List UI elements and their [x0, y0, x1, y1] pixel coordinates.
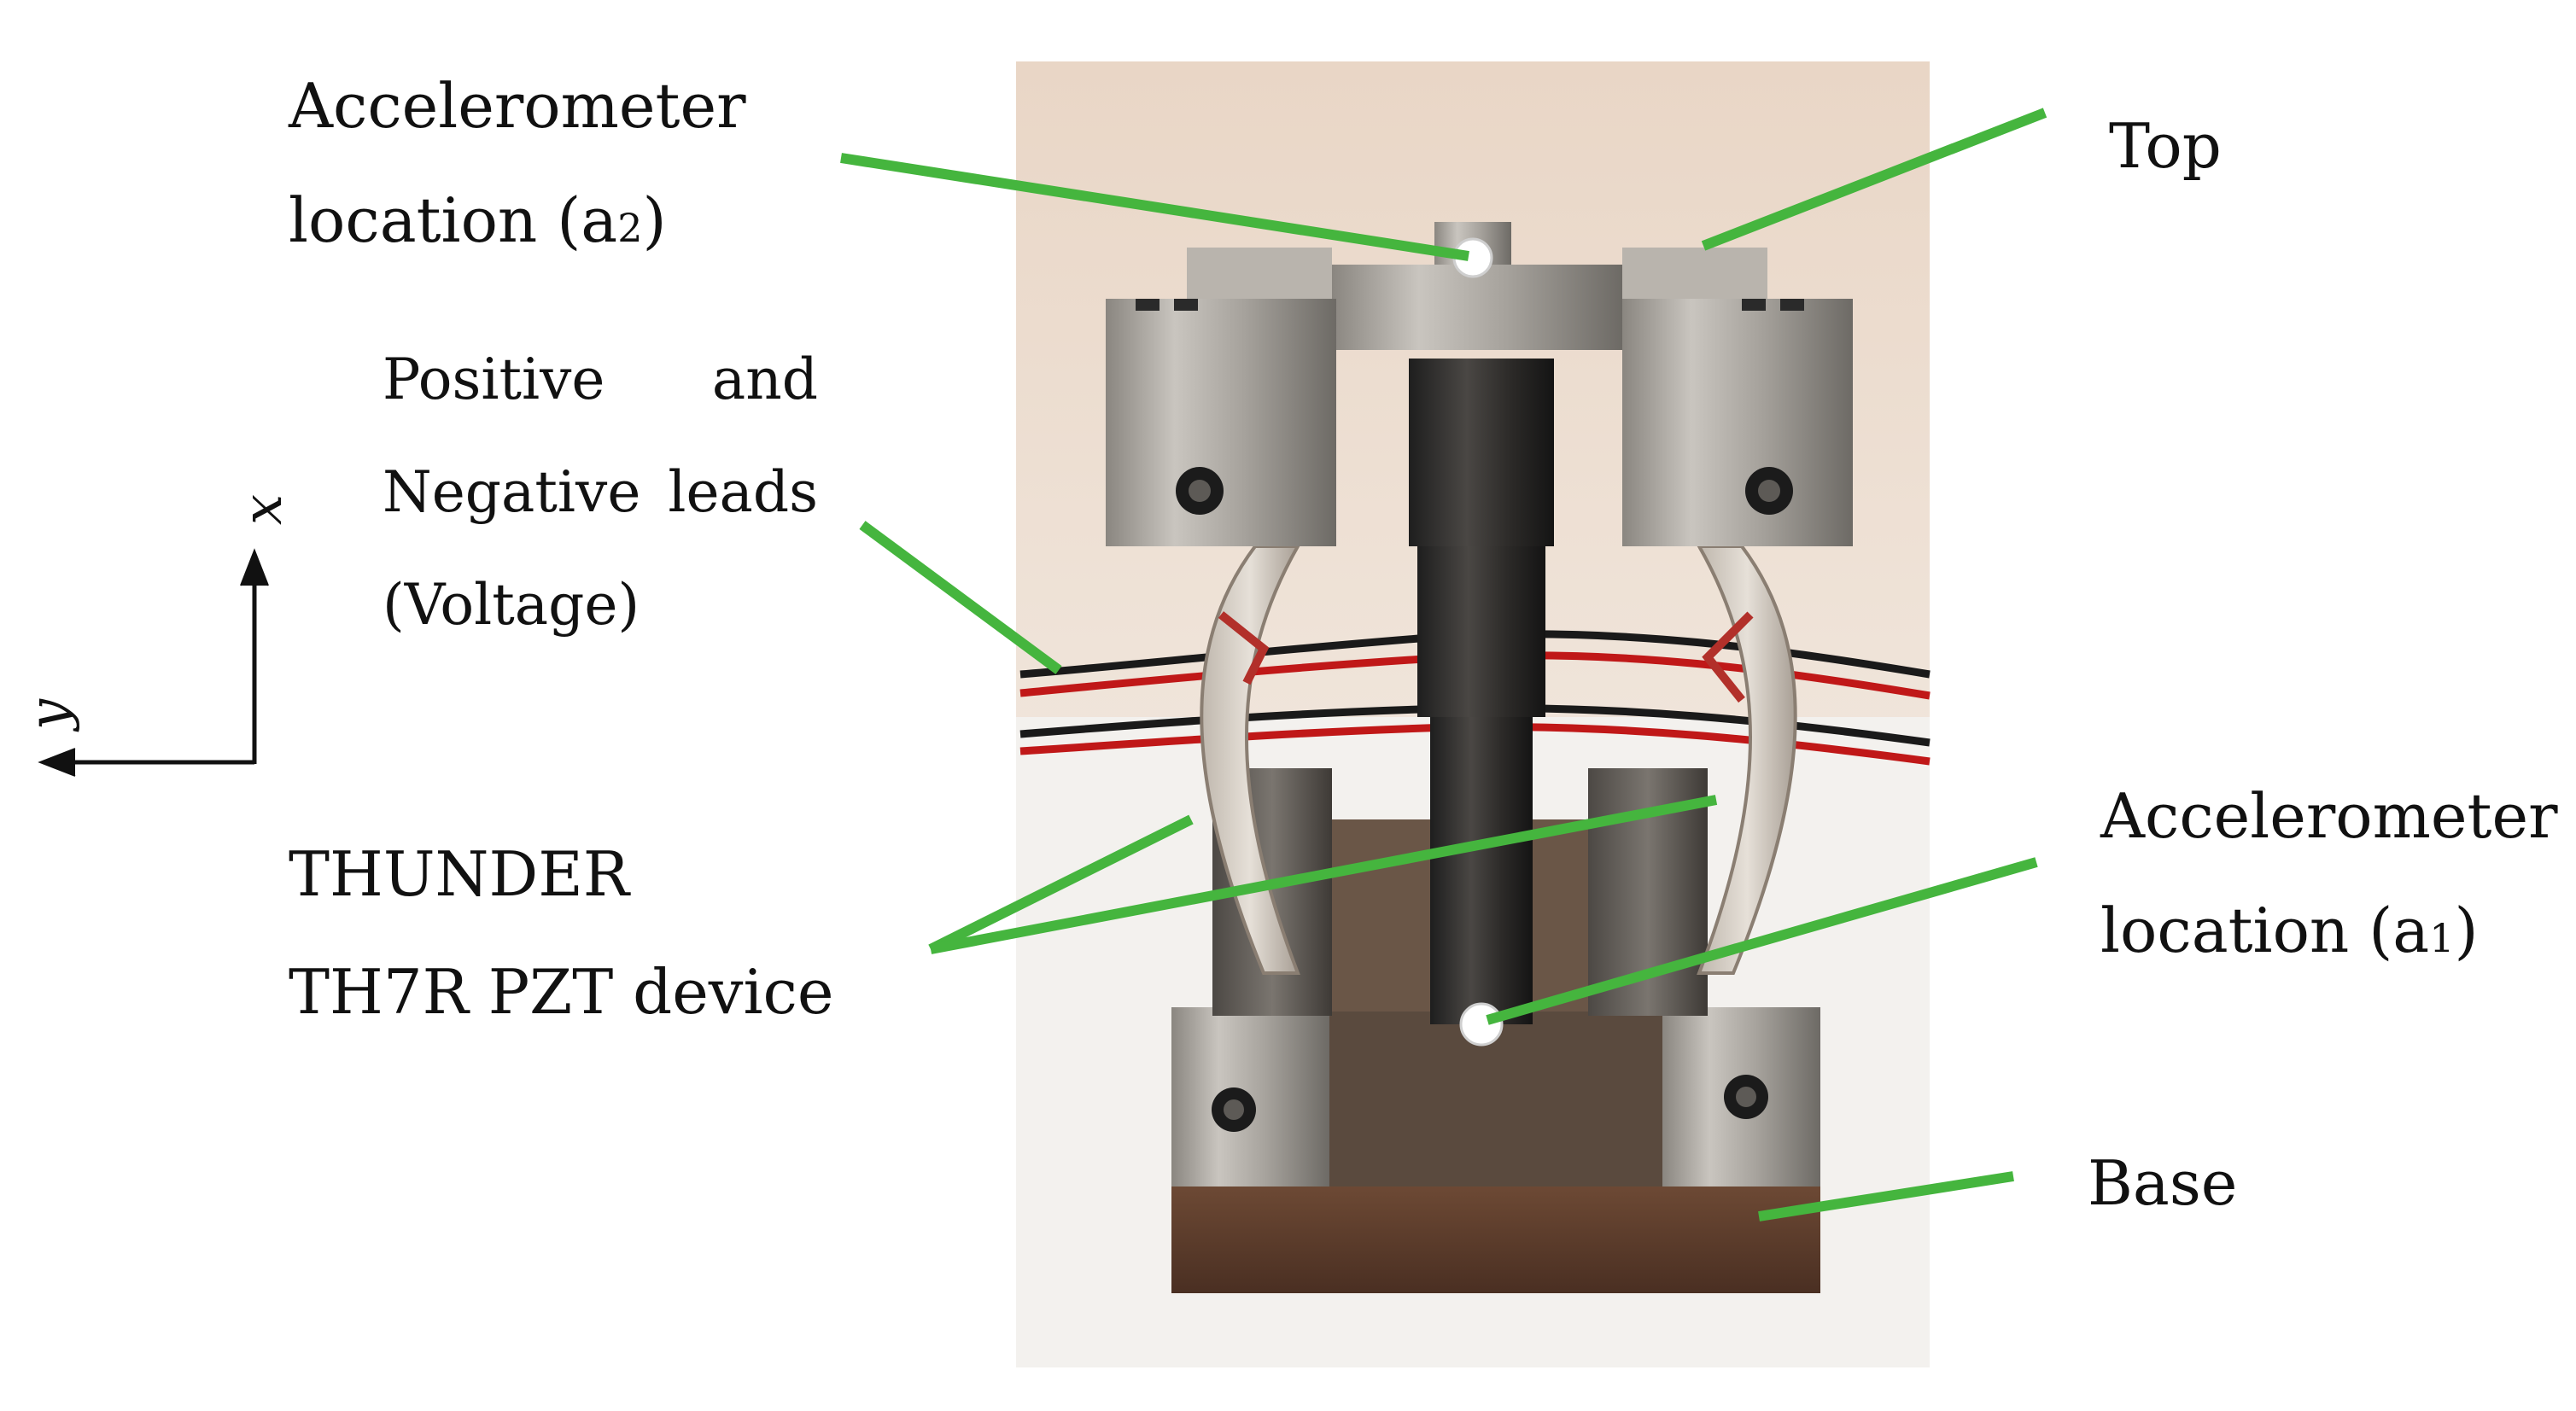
y-axis-arrow [38, 748, 76, 777]
label-top: Top [2109, 110, 2222, 182]
axis-label-y: y [18, 698, 82, 731]
label-accelerometer-a1: Accelerometer location (a1) [2100, 785, 2558, 961]
label-leads-word-leads: leads [668, 459, 818, 525]
central-shaft [1409, 222, 1554, 1024]
callout-thunder-left [928, 814, 1194, 954]
label-acc-a1-prefix: location (a [2100, 895, 2430, 966]
callout-acc-top [840, 153, 1469, 261]
label-thunder-line1: THUNDER [289, 838, 629, 910]
label-accelerometer-a2-line2: location (a2) [289, 189, 746, 251]
label-leads-word-negative: Negative [383, 459, 641, 525]
label-accelerometer-a1-line1: Accelerometer [2100, 780, 2558, 852]
label-leads-line3: (Voltage) [383, 572, 640, 638]
label-leads-word-positive: Positive [383, 347, 605, 412]
callout-top [1701, 108, 2047, 251]
label-accelerometer-a2-line1: Accelerometer [289, 70, 746, 142]
callout-leads [859, 521, 1062, 674]
label-acc-a2-sub: 2 [617, 205, 643, 251]
label-thunder-line2: TH7R PZT device [289, 956, 834, 1028]
photo [1016, 61, 1931, 1367]
top-frame [1106, 248, 1853, 546]
axis-label-x: x [231, 493, 295, 526]
callout-base [1758, 1171, 2014, 1222]
callout-lines [840, 108, 2047, 1222]
label-leads-word-and: and [711, 347, 818, 412]
accelerometer-marker-a1 [1459, 1002, 1504, 1047]
label-acc-a1-sub: 1 [2429, 915, 2455, 961]
label-thunder: THUNDER TH7R PZT device [289, 843, 833, 1023]
callout-thunder-right [929, 795, 1718, 954]
label-accelerometer-a1-line2: location (a1) [2100, 900, 2558, 961]
thunder-devices [1200, 545, 1797, 975]
label-base: Base [2088, 1147, 2238, 1219]
label-accelerometer-a2: Accelerometer location (a2) [289, 75, 746, 251]
callout-acc-bottom [1486, 857, 2038, 1025]
coordinate-axes [38, 548, 269, 777]
x-axis-arrow [240, 548, 269, 586]
label-acc-a2-suffix: ) [642, 184, 667, 256]
label-acc-a2-prefix: location (a [289, 184, 618, 256]
label-acc-a1-suffix: ) [2454, 895, 2479, 966]
